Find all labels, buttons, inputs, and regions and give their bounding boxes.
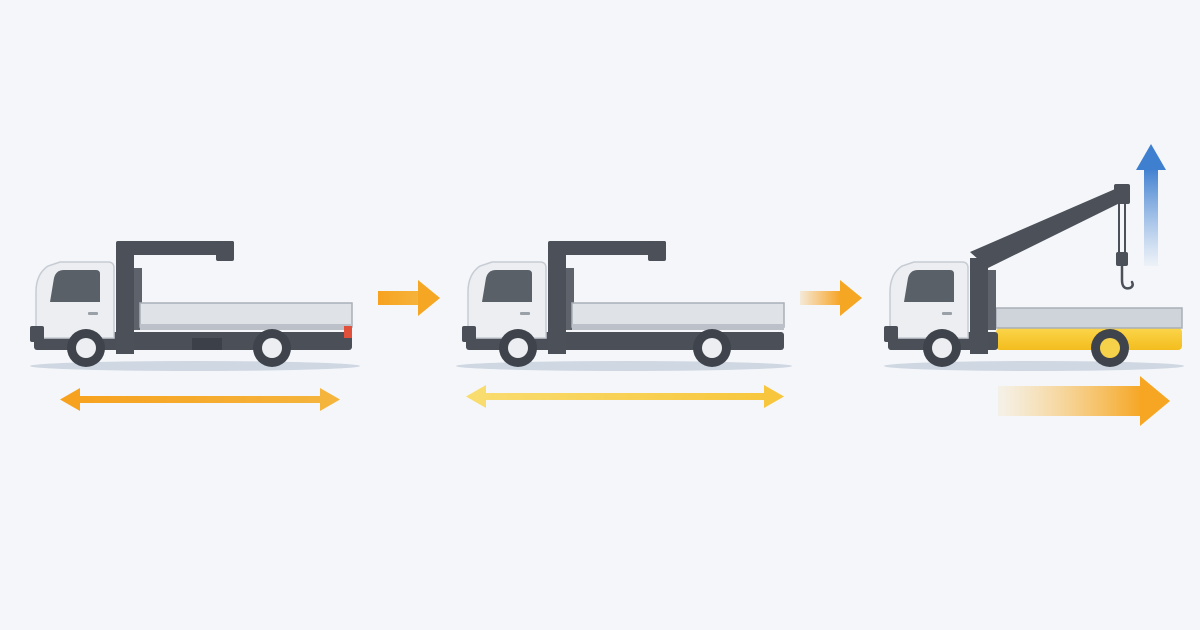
truck-2-door-handle — [520, 312, 530, 315]
transition-arrow-1 — [378, 280, 440, 316]
truck-3-deck — [995, 307, 1183, 329]
truck-3-front-hub — [932, 338, 952, 358]
length-arrow-3-shaft — [998, 386, 1142, 416]
truck-2-deck-rail — [572, 324, 784, 330]
truck-2-front-hub — [508, 338, 528, 358]
truck-1-deck-rail — [140, 324, 352, 330]
length-arrow-1 — [60, 388, 340, 411]
length-arrow-3-head — [1140, 376, 1170, 426]
truck-1-deck — [139, 302, 353, 328]
truck-2-crane-arm — [548, 241, 666, 255]
length-arrow-2-right-head — [764, 385, 784, 408]
lift-arrow — [1136, 144, 1166, 266]
truck-3-crane-tip — [1114, 184, 1130, 204]
truck-2-deck — [571, 302, 785, 328]
truck-2-rear-hub — [702, 338, 722, 358]
truck-1-rear-hub — [262, 338, 282, 358]
transition-arrow-2 — [800, 280, 862, 316]
truck-1 — [30, 241, 360, 371]
truck-1-crane-post — [116, 250, 134, 354]
truck-1-window — [50, 270, 100, 302]
length-arrow-1-shaft — [74, 396, 328, 403]
truck-1-tail-light — [344, 326, 352, 338]
truck-3-crane-boom — [970, 186, 1130, 268]
transition-arrow-1-head — [418, 280, 440, 316]
length-arrow-3 — [998, 376, 1170, 426]
length-arrow-2 — [466, 385, 784, 408]
hook-icon — [1120, 264, 1134, 290]
truck-1-door-handle — [88, 312, 98, 315]
transition-arrow-2-shaft — [800, 291, 842, 305]
truck-1-crane-support — [134, 268, 142, 330]
truck-2 — [456, 241, 792, 371]
lift-arrow-head — [1136, 144, 1166, 170]
truck-3 — [884, 184, 1184, 371]
truck-1-bumper — [30, 326, 44, 342]
truck-2-crane-post — [548, 250, 566, 354]
truck-1-toolbox — [192, 338, 222, 350]
truck-3-door-handle — [942, 312, 952, 315]
length-arrow-2-shaft — [480, 393, 770, 400]
truck-2-crane-support — [566, 268, 574, 330]
truck-3-crane-post — [970, 258, 988, 354]
truck-1-crane-arm — [116, 241, 234, 255]
truck-2-crane-tip — [648, 241, 666, 261]
length-arrow-2-left-head — [466, 385, 486, 408]
length-arrow-1-right-head — [320, 388, 340, 411]
truck-3-rear-hub — [1100, 338, 1120, 358]
truck-3-bumper — [884, 326, 898, 342]
truck-2-bumper — [462, 326, 476, 342]
truck-1-front-hub — [76, 338, 96, 358]
transition-arrow-2-head — [840, 280, 862, 316]
truck-1-crane-tip — [216, 241, 234, 261]
lift-arrow-shaft — [1144, 168, 1158, 266]
truck-3-window — [904, 270, 954, 302]
truck-3-crane-support — [988, 270, 996, 330]
truck-3-hook-block — [1116, 252, 1128, 266]
truck-3-shadow — [884, 361, 1184, 371]
transition-arrow-1-shaft — [378, 291, 420, 305]
truck-3-extension — [996, 328, 1182, 350]
length-arrow-1-left-head — [60, 388, 80, 411]
truck-2-window — [482, 270, 532, 302]
